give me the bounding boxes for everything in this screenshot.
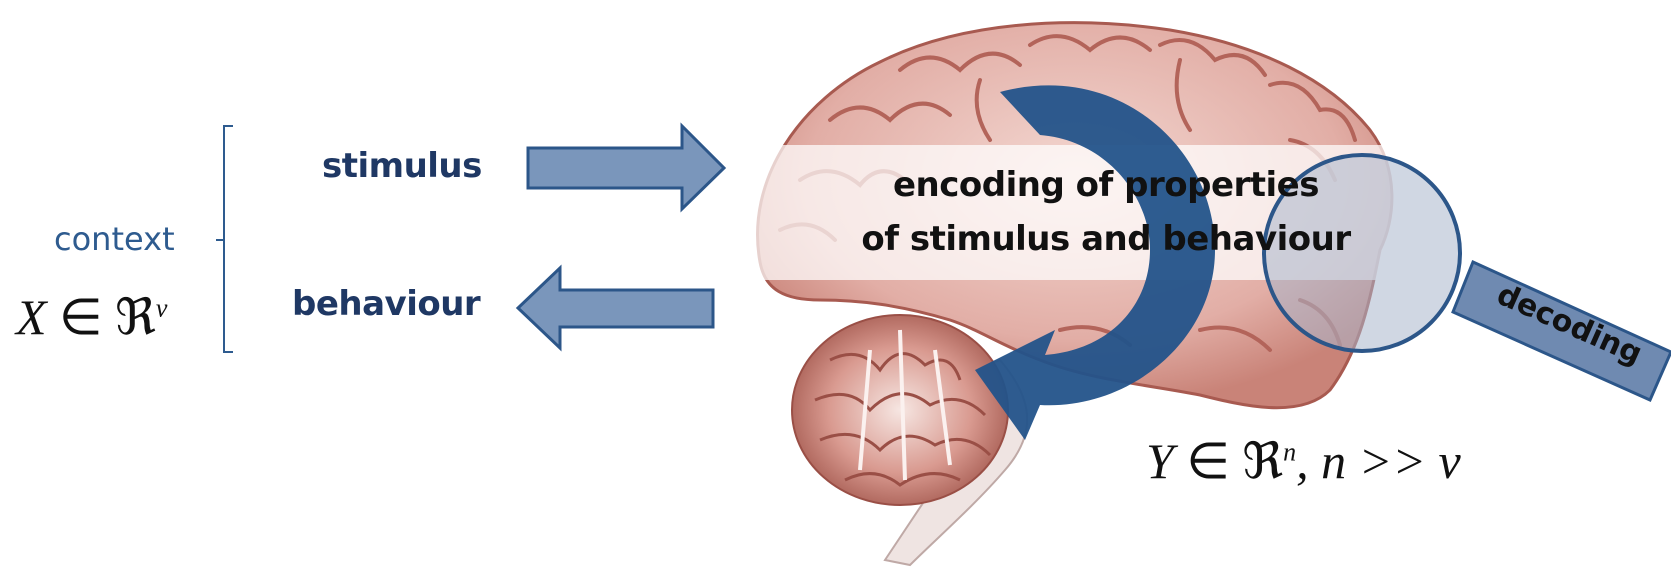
encoding-line-1: encoding of properties <box>826 158 1386 212</box>
cerebellum <box>792 315 1008 505</box>
context-label: context <box>54 220 175 258</box>
x-set: ∈ ℜ <box>59 289 156 345</box>
stimulus-label: stimulus <box>322 146 482 186</box>
y-condition: , n >> v <box>1296 433 1461 489</box>
behaviour-arrow <box>518 268 713 348</box>
x-exponent: v <box>156 293 168 322</box>
y-formula: Y ∈ ℜn, n >> v <box>1146 432 1461 490</box>
behaviour-label: behaviour <box>292 284 480 324</box>
stimulus-arrow <box>528 126 724 209</box>
encoding-text: encoding of properties of stimulus and b… <box>826 158 1386 266</box>
y-exponent: n <box>1283 437 1296 466</box>
context-bracket <box>216 126 233 352</box>
encoding-line-2: of stimulus and behaviour <box>826 212 1386 266</box>
y-variable: Y <box>1146 433 1174 489</box>
x-variable: X <box>16 289 47 345</box>
x-formula: X ∈ ℜv <box>16 288 167 346</box>
y-set: ∈ ℜ <box>1186 433 1283 489</box>
